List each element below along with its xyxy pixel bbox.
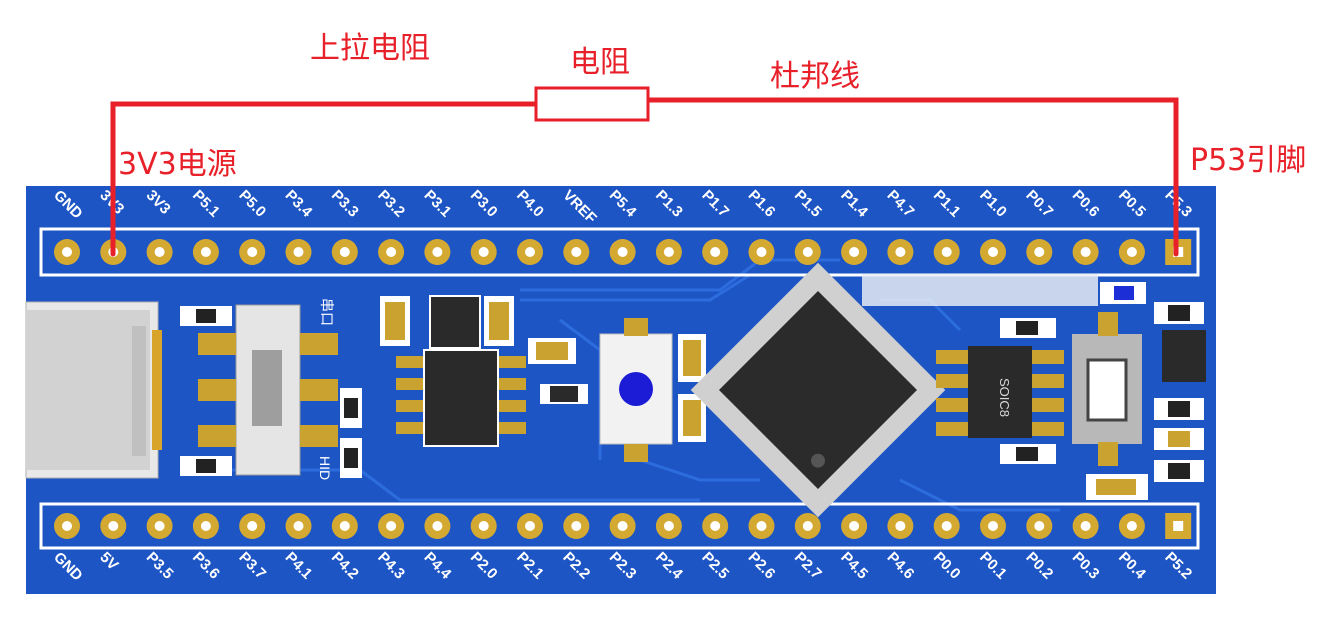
- pin-label: P53引脚: [1190, 143, 1307, 178]
- top-pin-hole: [62, 247, 72, 257]
- bottom-pin-hole: [1173, 521, 1184, 531]
- smd-component-mid: [528, 338, 588, 404]
- bottom-pin-hole: [895, 521, 906, 531]
- bottom-pin-hole: [108, 521, 119, 531]
- bottom-pin-hole: [849, 521, 860, 531]
- top-pin-hole: [756, 247, 767, 257]
- top-pin-hole: [617, 247, 628, 257]
- bottom-pin-hole: [617, 521, 628, 531]
- dupont-wire-label: 杜邦线: [770, 59, 860, 94]
- top-pin-hole: [525, 247, 535, 257]
- blurred-label: [862, 274, 1098, 306]
- top-pin-hole: [154, 247, 165, 257]
- top-pin-hole: [941, 247, 952, 257]
- serial-label: 串口: [319, 298, 335, 326]
- bottom-pin-hole: [62, 521, 72, 531]
- top-pin-hole: [1126, 247, 1137, 257]
- bottom-pin-hole: [663, 521, 674, 531]
- bottom-header: [39, 502, 1200, 550]
- top-pin-hole: [339, 247, 350, 257]
- top-pin-hole: [200, 247, 211, 257]
- top-pin-hole: [293, 247, 304, 257]
- bottom-pin-hole: [1034, 521, 1045, 531]
- bottom-pin-hole: [478, 521, 489, 531]
- bottom-pin-hole: [525, 521, 535, 531]
- pullup-resistor-label: 上拉电阻: [310, 31, 430, 66]
- reset-button: [599, 318, 673, 462]
- bottom-pin-hole: [154, 521, 165, 531]
- wiring: [110, 97, 1179, 257]
- bottom-pin-hole: [339, 521, 350, 531]
- soic-chip-left: [396, 349, 526, 447]
- sot-chip-right: [1162, 330, 1206, 382]
- hid-label: HID: [317, 456, 333, 480]
- soic-chip-right: SOIC8: [936, 346, 1064, 438]
- smd-caps-mid: [678, 334, 706, 442]
- bottom-pin-hole: [941, 521, 952, 531]
- bottom-pin-hole: [571, 521, 582, 531]
- sot-chip-left: [380, 295, 514, 349]
- dupont-wire-right: [645, 97, 1179, 257]
- bottom-pin-hole: [293, 521, 304, 531]
- bottom-pin-hole: [756, 521, 767, 531]
- slide-switch: [235, 304, 301, 476]
- soic-label: SOIC8: [997, 378, 1012, 417]
- power-label: 3V3电源: [118, 147, 237, 182]
- bottom-pin-hole: [802, 521, 813, 531]
- top-pin-hole: [849, 247, 860, 257]
- top-pin-hole: [432, 247, 443, 257]
- mcu-qfp: [690, 262, 946, 518]
- usb-c-connector: [25, 301, 162, 479]
- top-pin-hole: [1034, 247, 1045, 257]
- smd-pads-left: [198, 333, 338, 447]
- bottom-pin-hole: [247, 521, 258, 531]
- top-pin-hole: [386, 247, 397, 257]
- top-header: [39, 227, 1200, 277]
- top-pin-hole: [802, 247, 813, 257]
- top-pin-hole: [895, 247, 906, 257]
- bottom-pin-hole: [200, 521, 211, 531]
- top-pin-hole: [571, 247, 582, 257]
- resistor-label: 电阻: [570, 45, 630, 80]
- top-pin-hole: [988, 247, 998, 257]
- bottom-pin-hole: [988, 521, 998, 531]
- smd-resistors-left: [180, 306, 362, 478]
- bottom-pin-hole: [1126, 521, 1137, 531]
- top-pin-hole: [247, 247, 258, 257]
- top-pin-hole: [663, 247, 674, 257]
- boot-button: [1072, 312, 1142, 466]
- top-pin-hole: [710, 247, 721, 257]
- top-pin-hole: [478, 247, 489, 257]
- bottom-pin-hole: [1080, 521, 1091, 531]
- top-pin-hole: [1080, 247, 1091, 257]
- bottom-pin-hole: [432, 521, 443, 531]
- bottom-pin-hole: [386, 521, 397, 531]
- smd-resistors-right: [1000, 282, 1204, 500]
- bottom-pin-hole: [710, 521, 721, 531]
- pullup-wire-left: [110, 101, 539, 257]
- resistor-symbol: [534, 86, 650, 122]
